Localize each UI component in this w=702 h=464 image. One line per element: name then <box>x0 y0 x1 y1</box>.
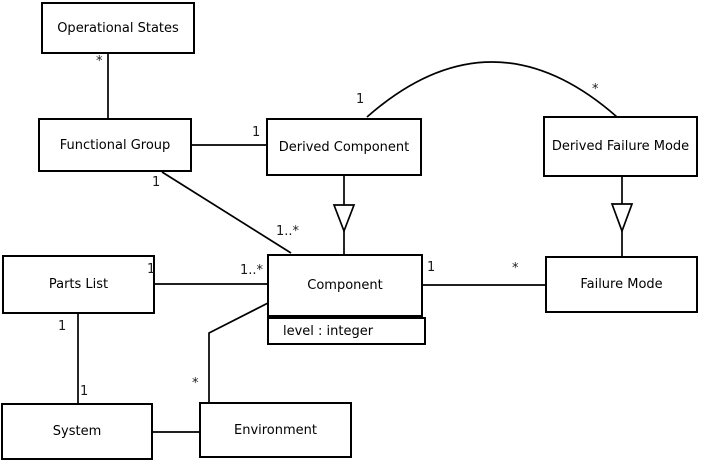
class-box-derived-component: Derived Component <box>266 118 422 176</box>
class-name: Operational States <box>57 20 179 36</box>
class-box-environment: Environment <box>199 402 352 458</box>
multiplicity-arc-dfm: * <box>592 82 599 97</box>
class-name: Component <box>307 278 383 293</box>
multiplicity-env-comp-star: * <box>192 376 199 391</box>
attribute-text: level : integer <box>283 323 374 339</box>
class-box-operational-states: Operational States <box>41 2 195 54</box>
class-box-system: System <box>1 403 153 460</box>
multiplicity-comp-failmode-1: 1 <box>427 260 436 275</box>
multiplicity-comp-failmode-star: * <box>512 261 519 276</box>
class-attribute-compartment-component: level : integer <box>267 317 426 345</box>
class-box-functional-group: Functional Group <box>38 118 192 172</box>
multiplicity-funcgroup-comp-1: 1 <box>152 175 161 190</box>
class-name: Functional Group <box>59 137 171 153</box>
assoc-funcgroup-comp <box>161 171 292 254</box>
assoc-env-comp <box>208 302 269 402</box>
class-name: Failure Mode <box>580 277 663 292</box>
multiplicity-opstates-funcgroup: * <box>96 54 103 69</box>
generalization-triangle-icon <box>610 203 634 234</box>
class-name: Environment <box>233 422 317 438</box>
class-name: Derived Failure Mode <box>551 139 690 154</box>
multiplicity-arc-dcomp: 1 <box>356 92 365 107</box>
class-box-parts-list: Parts List <box>2 255 155 314</box>
class-box-failure-mode: Failure Mode <box>545 256 698 313</box>
multiplicity-funcgroup-comp-n: 1..* <box>276 224 300 239</box>
generalization-triangle-icon <box>332 204 356 234</box>
class-box-derived-failure-mode: Derived Failure Mode <box>543 116 698 177</box>
class-name: Parts List <box>48 277 109 292</box>
assoc-dcomp-dfm-arc <box>366 61 618 118</box>
class-name: Derived Component <box>278 139 410 155</box>
multiplicity-funcgroup-dcomp: 1 <box>252 125 261 140</box>
multiplicity-partslist-system-1: 1 <box>58 319 67 334</box>
multiplicity-partslist-comp-n: 1..* <box>240 263 264 278</box>
multiplicity-partslist-comp-1: 1 <box>147 262 156 277</box>
class-name: System <box>52 424 102 439</box>
class-box-component: Component <box>267 254 423 317</box>
multiplicity-partslist-system-2: 1 <box>80 384 89 399</box>
